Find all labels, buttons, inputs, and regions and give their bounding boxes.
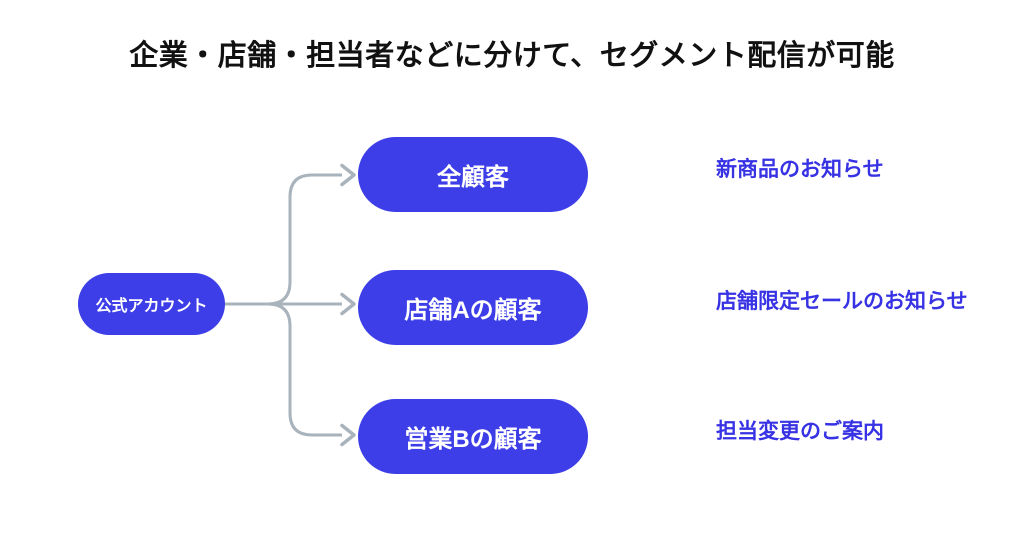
node-official-account: 公式アカウント	[78, 273, 225, 335]
node-store-a-customers: 店舗Aの顧客	[358, 270, 588, 345]
node-sales-b-customers: 営業Bの顧客	[358, 399, 588, 474]
message-label-rep-change: 担当変更のご案内	[716, 420, 884, 443]
node-sales-b-customers-label: 営業Bの顧客	[404, 426, 542, 453]
node-official-account-label: 公式アカウント	[95, 298, 208, 315]
page-title: 企業・店舗・担当者などに分けて、セグメント配信が可能	[129, 40, 895, 72]
node-store-a-customers-label: 店舗Aの顧客	[404, 297, 542, 324]
connector-top	[267, 173, 342, 306]
message-label-new-product: 新商品のお知らせ	[716, 158, 884, 181]
node-all-customers-label: 全顧客	[437, 164, 509, 191]
node-all-customers: 全顧客	[358, 137, 588, 212]
arrowhead-middle-icon	[340, 292, 356, 316]
arrowhead-top-icon	[340, 163, 356, 187]
connector-bottom	[267, 302, 342, 437]
arrowhead-bottom-icon	[340, 423, 356, 447]
message-label-store-sale: 店舗限定セールのお知らせ	[716, 290, 968, 313]
